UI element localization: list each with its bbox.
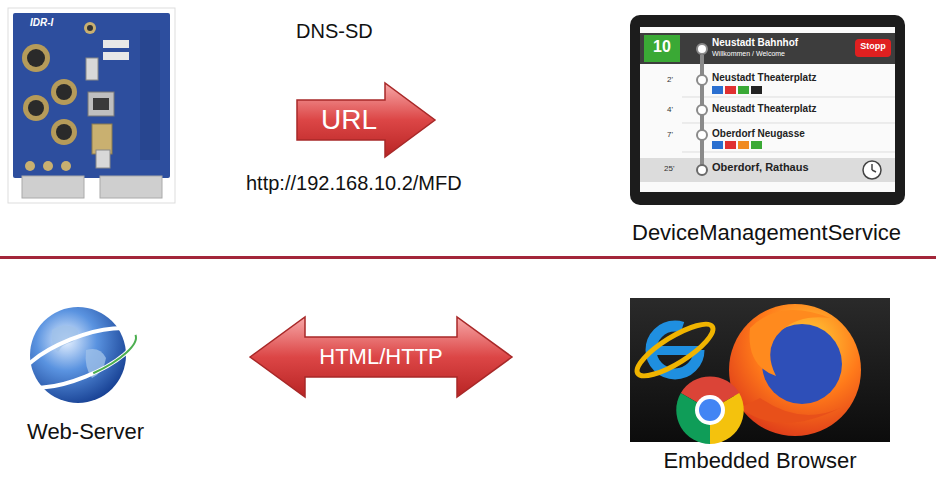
board-illustration-part bbox=[8, 8, 175, 203]
web-server-node: Web-Server bbox=[18, 302, 153, 412]
display-illustration-part bbox=[725, 86, 736, 94]
board-illustration-part bbox=[13, 13, 170, 178]
display-illustration-part bbox=[855, 39, 891, 57]
display-stop: Oberdorf Neugasse bbox=[712, 128, 805, 140]
board-illustration-part bbox=[28, 100, 44, 116]
display-illustration-part bbox=[640, 158, 895, 182]
protocol-label: DNS-SD bbox=[296, 20, 373, 43]
globe-illustration-part bbox=[13, 316, 143, 400]
board-illustration-part bbox=[93, 98, 109, 110]
board-illustration-part bbox=[88, 92, 114, 116]
board-illustration-part bbox=[22, 44, 50, 72]
display-stop: Neustadt Theaterplatz bbox=[712, 103, 816, 115]
display-illustration-part bbox=[697, 165, 707, 175]
browser-logos-illustration-part bbox=[740, 398, 840, 423]
display-stop: Oberdorf, Rathaus bbox=[712, 161, 809, 174]
board-illustration-part bbox=[51, 79, 77, 105]
arrow-label: URL bbox=[321, 104, 377, 136]
divider-line bbox=[0, 256, 936, 259]
board-illustration-part bbox=[103, 40, 129, 48]
node-caption: Embedded Browser bbox=[663, 448, 856, 473]
url-label: http://192.168.10.2/MFD bbox=[246, 172, 462, 195]
browser-logos-illustration-part bbox=[729, 304, 861, 436]
display-illustration-part bbox=[751, 86, 762, 94]
display-illustration-part bbox=[738, 86, 749, 94]
board-label: IDR-I bbox=[30, 17, 53, 29]
display-illustration-part bbox=[863, 161, 881, 179]
display-illustration-part bbox=[640, 27, 895, 192]
browser-logos-illustration-part bbox=[631, 316, 719, 385]
display-illustration-part bbox=[697, 105, 707, 115]
display-illustration-part bbox=[682, 152, 895, 153]
browser-logos-illustration bbox=[630, 298, 890, 444]
browser-logos-illustration-part bbox=[695, 395, 725, 425]
display-illustration-part bbox=[697, 44, 707, 54]
display-text: Willkommen / Welcome bbox=[712, 50, 785, 58]
board-illustration-part bbox=[140, 30, 160, 160]
display-illustration-part bbox=[712, 86, 723, 94]
board-illustration-part bbox=[56, 84, 72, 100]
board-illustration-part bbox=[43, 161, 53, 171]
device-caption: DeviceManagementService bbox=[632, 220, 901, 245]
double-arrow bbox=[250, 317, 512, 397]
block-arrow bbox=[297, 83, 435, 157]
display-illustration-part bbox=[682, 97, 895, 98]
board-illustration-part bbox=[87, 25, 93, 31]
browser-logos-illustration-part bbox=[630, 298, 890, 442]
display-illustration-part bbox=[751, 141, 762, 149]
browser-node: Embedded Browser bbox=[630, 298, 890, 442]
board-illustration-part bbox=[22, 176, 84, 198]
globe-illustration bbox=[13, 307, 143, 403]
display-illustration-part bbox=[640, 33, 895, 64]
display-text: Neustadt Bahnhof bbox=[712, 37, 798, 49]
board-illustration-part bbox=[86, 58, 98, 80]
board-illustration-part bbox=[96, 150, 110, 168]
board-illustration-part bbox=[56, 124, 72, 140]
browser-logos-illustration-part bbox=[699, 399, 721, 421]
display-illustration-part bbox=[697, 75, 707, 85]
board-illustration-part bbox=[61, 161, 71, 171]
display-illustration-part bbox=[630, 15, 905, 205]
display-illustration-part bbox=[712, 141, 723, 149]
arrow-label: HTML/HTTP bbox=[319, 344, 442, 369]
display-illustration-part bbox=[725, 141, 736, 149]
board-illustration bbox=[8, 8, 175, 203]
display-illustration-part bbox=[872, 170, 876, 172]
board-illustration-part bbox=[84, 22, 96, 34]
board-node: IDR-I bbox=[8, 8, 175, 203]
board-illustration-part bbox=[27, 49, 45, 67]
board-illustration-part bbox=[51, 119, 77, 145]
display-minutes: 25' bbox=[664, 164, 674, 173]
display-illustration-part bbox=[682, 123, 895, 124]
display-illustration-part bbox=[697, 130, 707, 140]
node-caption: Web-Server bbox=[27, 419, 144, 444]
board-illustration-part bbox=[103, 52, 129, 60]
browser-logos-illustration-part bbox=[750, 310, 830, 376]
display-illustration-part bbox=[644, 35, 680, 62]
display-minutes: 4' bbox=[667, 105, 673, 114]
display-illustration bbox=[630, 15, 905, 205]
display-minutes: 7' bbox=[667, 130, 673, 139]
board-illustration-part bbox=[25, 161, 35, 171]
display-illustration-part bbox=[738, 141, 749, 149]
line-number: 10 bbox=[644, 38, 680, 56]
display-minutes: 2' bbox=[667, 75, 673, 84]
globe-illustration-part bbox=[13, 316, 143, 400]
display-illustration-part bbox=[871, 164, 873, 170]
display-stop: Neustadt Theaterplatz bbox=[712, 72, 816, 84]
stop-button-text: Stopp bbox=[855, 41, 891, 51]
board-illustration-part bbox=[23, 95, 49, 121]
board-illustration-part bbox=[100, 176, 162, 198]
